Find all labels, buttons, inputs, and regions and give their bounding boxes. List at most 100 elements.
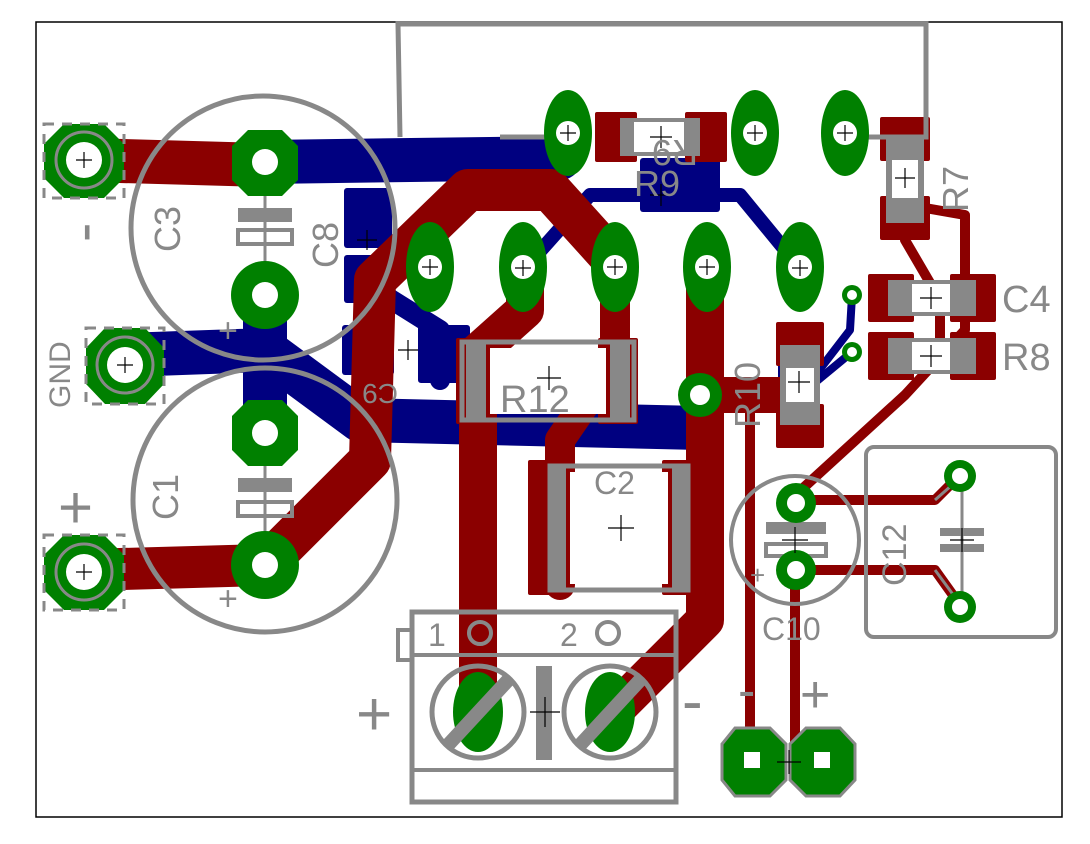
- crosshair: [515, 260, 531, 276]
- terminal-screw-slot: [574, 673, 648, 750]
- terminal-pin-marker: [595, 620, 621, 646]
- label-c10: C10: [762, 611, 821, 647]
- label-minus-output: -: [738, 662, 755, 720]
- terminal-screw-left: [429, 663, 527, 761]
- r12-body: [459, 339, 637, 423]
- crosshair: [782, 527, 808, 553]
- label-c12: C12: [876, 524, 914, 586]
- terminal-slashes: [442, 673, 648, 750]
- c1-symbol-plate: [238, 478, 292, 492]
- crosshair: [398, 340, 418, 360]
- bottom-smd-pad: [640, 158, 720, 212]
- crosshair: [422, 259, 438, 275]
- c3-symbol-plate: [238, 208, 292, 222]
- c3-outline: [128, 93, 398, 363]
- label-terminal-pin-1: 1: [428, 617, 446, 653]
- crosshair: [76, 152, 92, 168]
- c1-outline: [130, 365, 400, 635]
- crosshair: [699, 259, 715, 275]
- c2-body: [547, 463, 691, 593]
- crosshair: [607, 259, 623, 275]
- top-trace: [785, 200, 970, 505]
- label-r9-mirrored: R9: [652, 132, 698, 173]
- terminal-screw-right: [561, 663, 659, 761]
- label-minus-terminal: -: [682, 667, 703, 736]
- label-c9-mirrored: C9: [362, 378, 398, 409]
- terminal-pin-marker: [467, 620, 493, 646]
- crosshair: [117, 357, 133, 373]
- r12-symbol-band: [610, 344, 630, 418]
- drill: [252, 282, 278, 308]
- terminal-screw-slot: [442, 673, 516, 750]
- c10-outline: [729, 474, 861, 606]
- label-c1: C1: [145, 474, 186, 520]
- label-plus-c10: +: [750, 560, 765, 590]
- c12-outline: [864, 445, 1058, 639]
- crosshair: [747, 125, 763, 141]
- crosshairs: [76, 125, 974, 774]
- drill-holes: [66, 121, 968, 768]
- label-plus-terminal: +: [356, 680, 392, 749]
- crosshair: [650, 126, 672, 148]
- c2-symbol-band: [552, 468, 566, 588]
- crosshair: [537, 366, 561, 390]
- crosshair: [357, 230, 377, 250]
- terminal-block-notch: [396, 628, 412, 662]
- r12-body-inner: [490, 348, 606, 414]
- corner-bracket: [42, 533, 126, 612]
- crosshair: [650, 184, 672, 206]
- label-minus-input: -: [51, 223, 116, 242]
- r12-symbol-band: [466, 344, 486, 418]
- label-plus-output: +: [800, 666, 830, 724]
- label-r8: R8: [1002, 337, 1051, 379]
- drill: [252, 552, 278, 578]
- pad-ring: [54, 542, 114, 602]
- corner-bracket: [42, 122, 126, 200]
- pad-ring: [95, 335, 155, 395]
- crosshair: [895, 168, 915, 188]
- label-plus-c3: +: [218, 312, 238, 350]
- corner-bracket: [84, 326, 166, 406]
- crosshair: [788, 371, 810, 393]
- drill: [847, 290, 857, 300]
- crosshair: [792, 260, 808, 276]
- label-terminal-pin-2: 2: [560, 617, 578, 653]
- crosshair: [560, 125, 576, 141]
- c3-symbol-plate: [236, 228, 294, 246]
- label-r9: R9: [634, 163, 680, 204]
- crosshair: [777, 750, 801, 774]
- crosshair: [920, 287, 942, 309]
- crosshair: [530, 697, 560, 727]
- drill: [787, 561, 805, 579]
- silkscreen-text: - C3 C8 + GND C1 + + R9 R9 R7 C4 R8 R10 …: [44, 132, 1051, 749]
- crosshair: [76, 564, 92, 580]
- drill: [690, 385, 710, 405]
- label-c2: C2: [594, 465, 635, 501]
- bottom-smd-pad: [344, 188, 392, 248]
- label-r10: R10: [727, 362, 768, 428]
- label-plus-input: +: [58, 474, 93, 541]
- bottom-trace: [243, 136, 582, 184]
- pad-ring: [720, 726, 788, 798]
- pad-ring: [788, 726, 857, 798]
- crosshair: [608, 515, 634, 541]
- drill: [252, 149, 278, 175]
- silkscreen-layer: [128, 21, 1058, 805]
- drill: [952, 468, 968, 484]
- drill: [814, 752, 830, 768]
- crosshair: [950, 528, 974, 552]
- drill: [744, 752, 760, 768]
- crosshair: [920, 345, 942, 367]
- label-r7: R7: [935, 166, 976, 212]
- pad-ring: [54, 130, 114, 190]
- drill: [952, 599, 968, 615]
- pad-outlines: [42, 122, 857, 798]
- label-gnd: GND: [44, 341, 77, 408]
- label-r12: R12: [500, 379, 570, 421]
- drill: [252, 420, 278, 446]
- label-c4: C4: [1002, 279, 1051, 321]
- c1-symbol-plate: [236, 500, 294, 518]
- label-plus-c1: +: [218, 580, 238, 618]
- crosshair: [837, 125, 853, 141]
